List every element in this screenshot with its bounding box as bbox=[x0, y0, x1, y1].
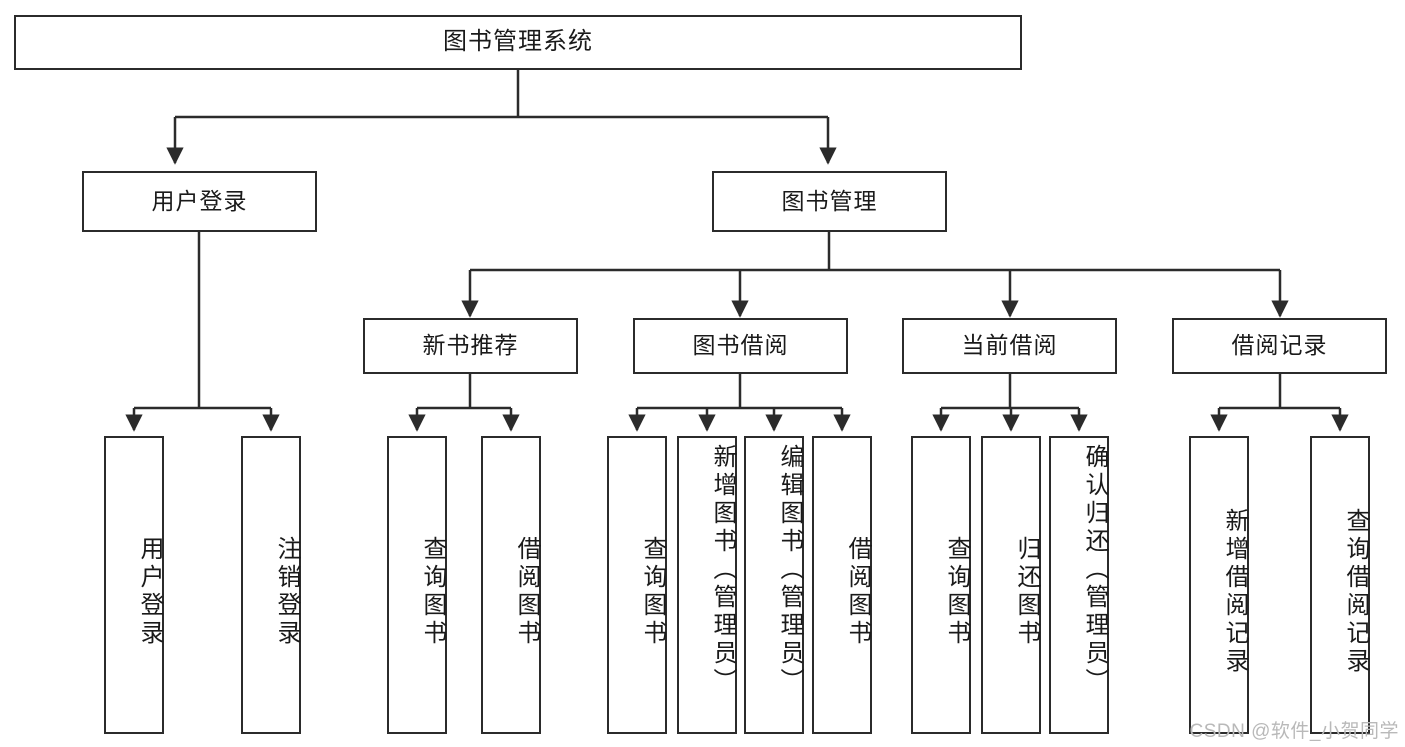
leaf-new-book-query-book[interactable]: 查询图书 bbox=[387, 436, 447, 734]
node-root-book-management-system[interactable]: 图书管理系统 bbox=[14, 15, 1022, 70]
node-book-management[interactable]: 图书管理 bbox=[712, 171, 947, 232]
leaf-borrow-record-query-record[interactable]: 查询借阅记录 bbox=[1310, 436, 1370, 734]
leaf-user-login-login[interactable]: 用户登录 bbox=[104, 436, 164, 734]
leaf-user-login-logout[interactable]: 注销登录 bbox=[241, 436, 301, 734]
leaf-borrow-record-add-record[interactable]: 新增借阅记录 bbox=[1189, 436, 1249, 734]
node-borrow-record[interactable]: 借阅记录 bbox=[1172, 318, 1387, 374]
leaf-book-borrow-query-book[interactable]: 查询图书 bbox=[607, 436, 667, 734]
leaf-book-borrow-borrow-book[interactable]: 借阅图书 bbox=[812, 436, 872, 734]
node-new-book-recommend[interactable]: 新书推荐 bbox=[363, 318, 578, 374]
leaf-book-borrow-add-book-admin[interactable]: 新增图书（管理员） bbox=[677, 436, 737, 734]
leaf-book-borrow-edit-book-admin[interactable]: 编辑图书（管理员） bbox=[744, 436, 804, 734]
leaf-current-borrow-confirm-return-admin[interactable]: 确认归还（管理员） bbox=[1049, 436, 1109, 734]
leaf-current-borrow-query-book[interactable]: 查询图书 bbox=[911, 436, 971, 734]
node-current-borrow[interactable]: 当前借阅 bbox=[902, 318, 1117, 374]
watermark-csdn: CSDN @软件_小贺同学 bbox=[1189, 721, 1399, 742]
leaf-new-book-borrow-book[interactable]: 借阅图书 bbox=[481, 436, 541, 734]
node-user-login[interactable]: 用户登录 bbox=[82, 171, 317, 232]
node-book-borrow[interactable]: 图书借阅 bbox=[633, 318, 848, 374]
leaf-current-borrow-return-book[interactable]: 归还图书 bbox=[981, 436, 1041, 734]
